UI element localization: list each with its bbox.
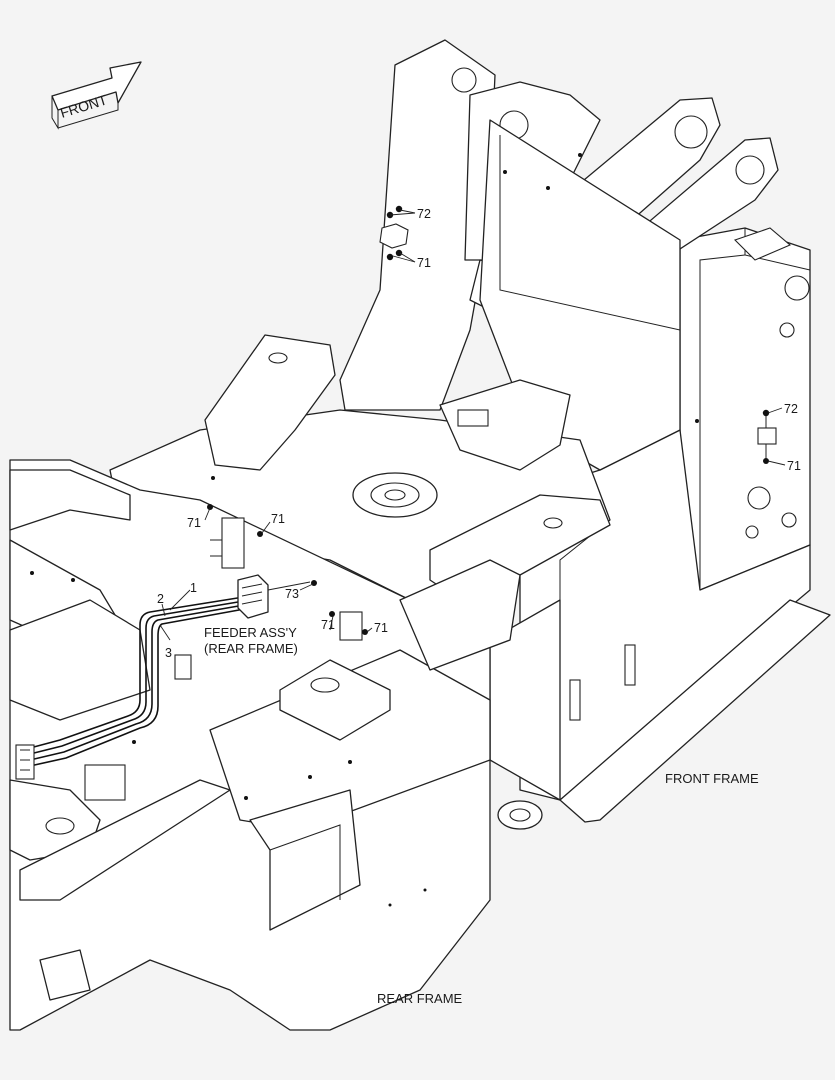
callout-72-top: 72 — [417, 207, 431, 221]
callout-3: 3 — [165, 646, 172, 660]
callout-71-left: 71 — [187, 516, 201, 530]
callout-71-mid: 71 — [271, 512, 285, 526]
callout-73: 73 — [285, 587, 299, 601]
callout-71-top: 71 — [417, 256, 431, 270]
callout-71-low2: 71 — [374, 621, 388, 635]
rear-frame-label: REAR FRAME — [377, 991, 463, 1006]
feeder-assy-label-line2: (REAR FRAME) — [204, 641, 298, 656]
callout-71-right: 71 — [787, 459, 801, 473]
hoses — [15, 595, 251, 780]
front-arrow-icon — [51, 61, 142, 130]
callout-71-low: 71 — [321, 618, 335, 632]
callouts: 72 71 72 71 71 71 1 2 3 73 71 71 — [157, 207, 801, 660]
callout-72-right: 72 — [784, 402, 798, 416]
feeder-assy-label-line1: FEEDER ASS'Y — [204, 625, 297, 640]
front-frame-label: FRONT FRAME — [665, 771, 759, 786]
grease-fitting-right — [757, 409, 777, 464]
callout-2: 2 — [157, 592, 164, 606]
rear-frame-body — [9, 459, 521, 1031]
callout-1: 1 — [190, 581, 197, 595]
leader-lines — [159, 209, 786, 641]
rivet-dots — [30, 153, 699, 907]
feeder-assembly — [210, 517, 363, 641]
